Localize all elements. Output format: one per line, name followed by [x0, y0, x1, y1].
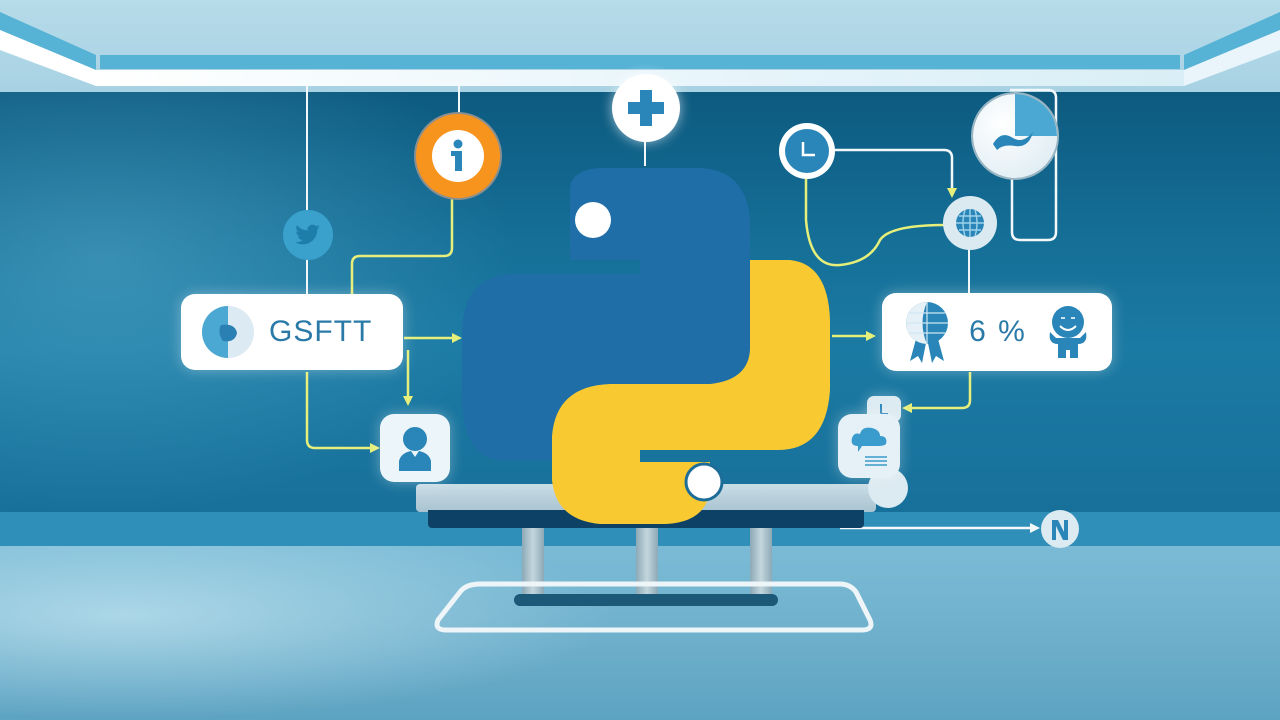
happy-person-icon: [1049, 306, 1087, 358]
floor-light: [0, 546, 620, 720]
n-glyph-icon: [1052, 520, 1068, 540]
python-logo: [462, 168, 830, 524]
ceiling-beam: [100, 55, 1180, 69]
plus-icon[interactable]: [612, 74, 680, 142]
cloud-document-icon[interactable]: [838, 414, 900, 478]
pie-chart-icon[interactable]: [973, 94, 1057, 178]
gsftt-card[interactable]: GSFTT: [181, 294, 403, 370]
cross-glyph-icon: [628, 90, 664, 126]
user-profile-icon[interactable]: [380, 414, 450, 482]
globe-award-icon: [906, 302, 948, 363]
user-silhouette-icon: [399, 427, 431, 471]
globe-glyph-icon: [956, 209, 984, 237]
pie-slice-icon: [993, 94, 1057, 150]
text-lines-icon: [865, 456, 887, 466]
connector-line: [968, 246, 970, 294]
percentage-value: 6 %: [969, 315, 1027, 348]
connector-line: [306, 86, 308, 296]
percentage-card[interactable]: 6 %: [882, 293, 1112, 371]
pedestal-base: [514, 594, 778, 606]
card-label: GSFTT: [269, 315, 373, 348]
clock-icon[interactable]: [779, 123, 835, 179]
pedestal-leg: [636, 528, 658, 596]
clock-hands-icon: [801, 142, 815, 157]
pedestal-frame: [434, 581, 874, 633]
clock-hand-glyph-icon: [880, 404, 888, 415]
info-glyph-icon: [451, 139, 463, 171]
connector-line: [458, 86, 460, 116]
half-circle-chart-icon: [202, 306, 254, 358]
twitter-icon[interactable]: [283, 210, 333, 260]
connector-line: [644, 136, 646, 166]
bird-glyph-icon: [295, 224, 320, 245]
ceiling-trim: [0, 12, 1280, 86]
globe-icon[interactable]: [943, 196, 997, 250]
n-logo-icon[interactable]: [1041, 510, 1079, 548]
cloud-glyph-icon: [851, 427, 887, 452]
info-icon[interactable]: [416, 114, 500, 198]
